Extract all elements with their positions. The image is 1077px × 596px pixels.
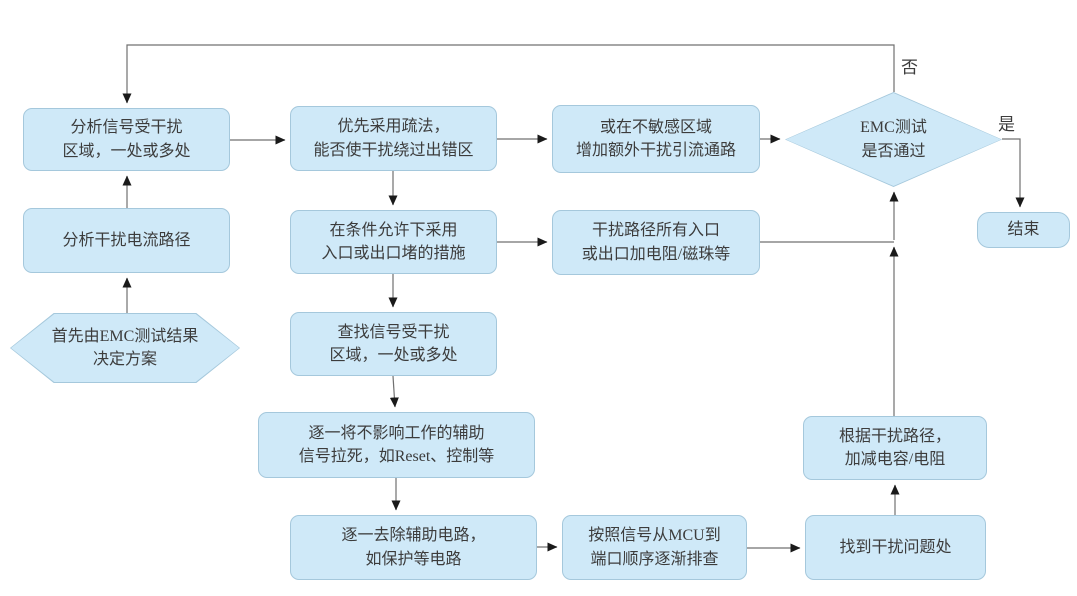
node-end: 结束 bbox=[977, 212, 1070, 248]
node-find-signal-area: 查找信号受干扰 区域，一处或多处 bbox=[290, 312, 497, 376]
node-bypass-method: 优先采用疏法， 能否使干扰绕过出错区 bbox=[290, 106, 497, 171]
node-found-problem: 找到干扰问题处 bbox=[805, 515, 986, 580]
node-start-hexagon: 首先由EMC测试结果 决定方案 bbox=[10, 313, 240, 383]
node-add-divert-path: 或在不敏感区域 增加额外干扰引流通路 bbox=[552, 105, 760, 173]
node-analyze-signal-area: 分析信号受干扰 区域，一处或多处 bbox=[23, 108, 230, 171]
node-add-resistor-bead: 干扰路径所有入口 或出口加电阻/磁珠等 bbox=[552, 210, 760, 275]
node-remove-aux-circuits: 逐一去除辅助电路， 如保护等电路 bbox=[290, 515, 537, 580]
node-block-method: 在条件允许下采用 入口或出口堵的措施 bbox=[290, 210, 497, 274]
node-adjust-cap-res: 根据干扰路径， 加减电容/电阻 bbox=[803, 416, 987, 480]
edge-label-no: 否 bbox=[899, 53, 920, 78]
node-start-label: 首先由EMC测试结果 决定方案 bbox=[11, 314, 239, 382]
node-analyze-current-path: 分析干扰电流路径 bbox=[23, 208, 230, 273]
node-check-mcu-to-port: 按照信号从MCU到 端口顺序逐渐排查 bbox=[562, 515, 747, 580]
node-pull-signals-dead: 逐一将不影响工作的辅助 信号拉死，如Reset、控制等 bbox=[258, 412, 535, 478]
edge-label-yes: 是 bbox=[996, 110, 1017, 135]
